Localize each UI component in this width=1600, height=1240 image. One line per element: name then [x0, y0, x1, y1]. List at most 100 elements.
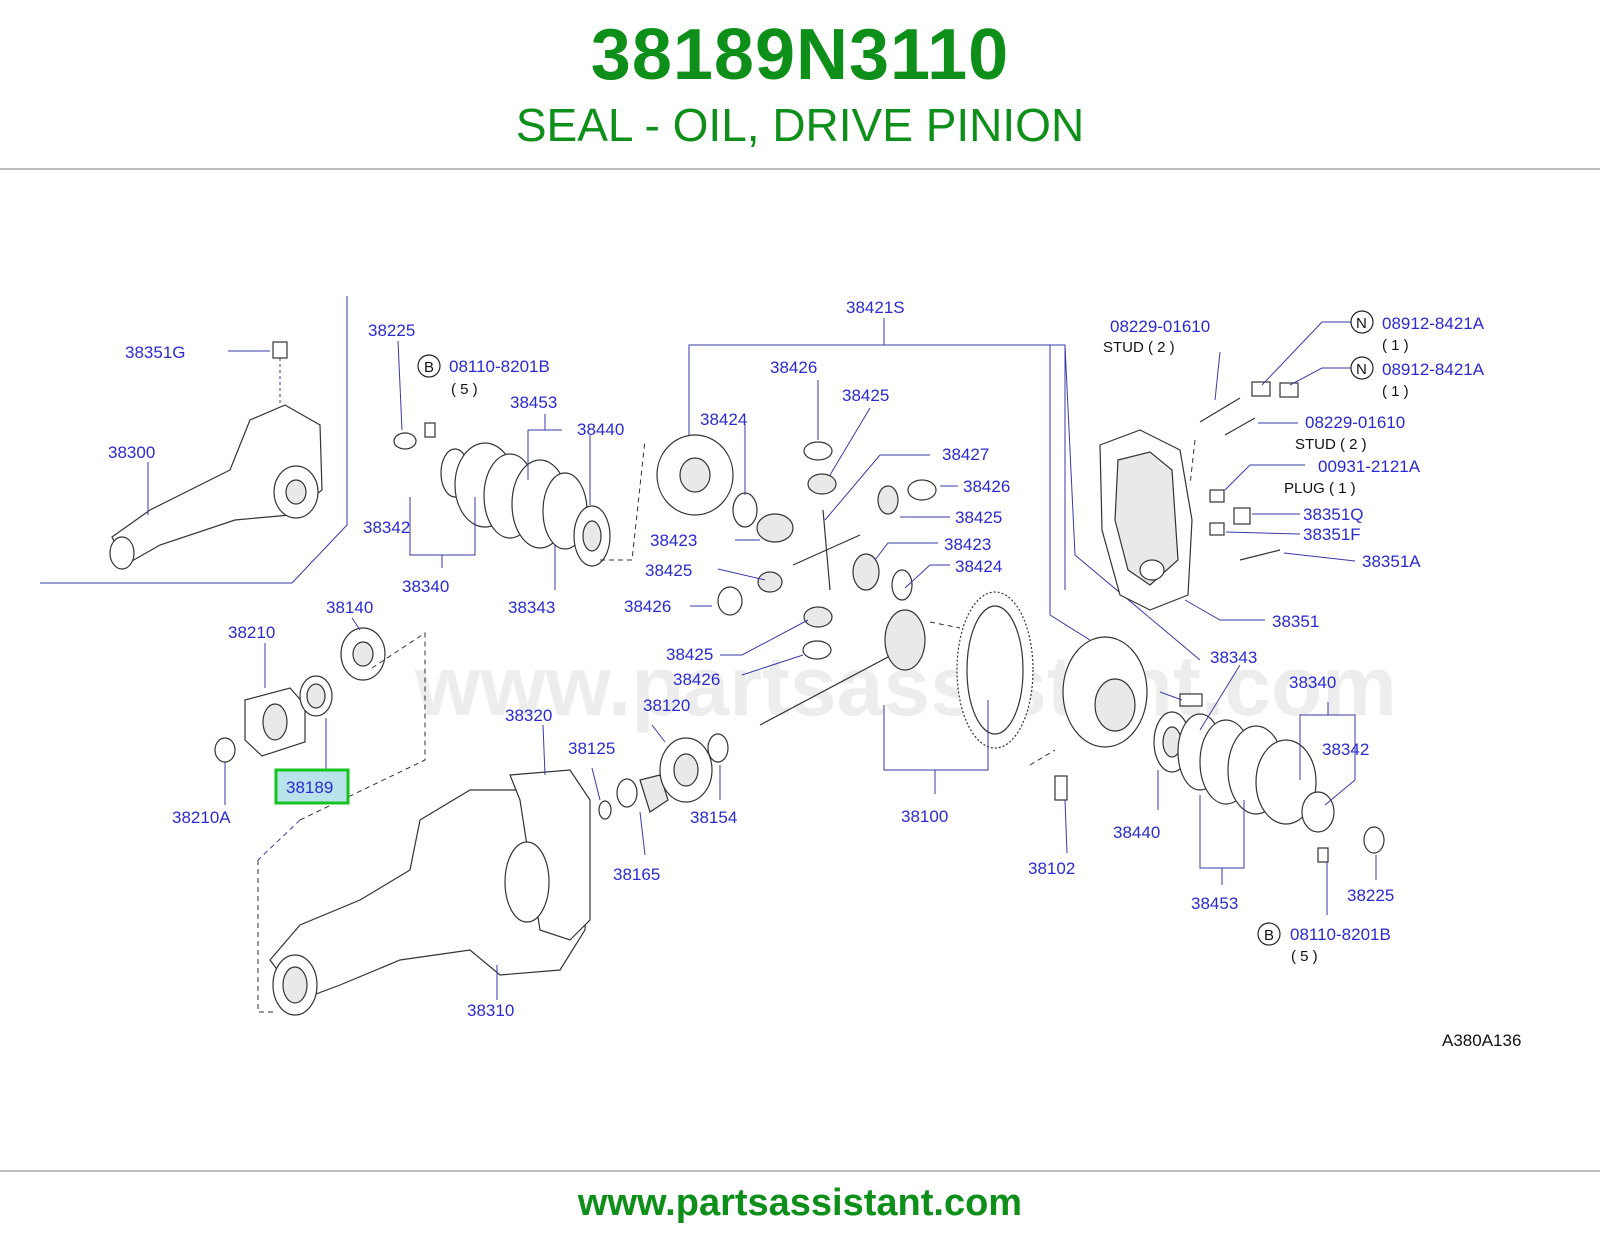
label-38440[interactable]: 38440: [577, 420, 624, 439]
highlight-box[interactable]: [274, 768, 350, 805]
label-38210A[interactable]: 38210A: [172, 808, 231, 827]
label-38351F[interactable]: 38351F: [1303, 525, 1361, 544]
leader: [651, 724, 666, 743]
dash-line: [299, 632, 426, 821]
footer-url[interactable]: www.partsassistant.com: [577, 1182, 1023, 1224]
label-38427[interactable]: 38427: [942, 445, 989, 464]
label-38423[interactable]: 38423: [650, 531, 697, 550]
dash-line: [257, 860, 275, 1013]
label-38342[interactable]: 38342: [363, 518, 410, 537]
label-38440[interactable]: 38440: [1113, 823, 1160, 842]
label-38100[interactable]: 38100: [901, 807, 948, 826]
side-gear-and-washers: [717, 441, 837, 660]
label-38425[interactable]: 38425: [645, 561, 692, 580]
bottom-divider: [0, 1170, 1600, 1172]
leader: [1184, 599, 1265, 621]
leader: [741, 654, 804, 676]
label-38189[interactable]: 38189: [286, 778, 333, 797]
svg-text:B: B: [424, 359, 434, 376]
leader: [1261, 321, 1352, 386]
dash-line: [600, 439, 646, 561]
bracket-38100: [883, 700, 989, 771]
label-38300[interactable]: 38300: [108, 443, 155, 462]
label-38351G[interactable]: 38351G: [125, 343, 186, 362]
label-38225[interactable]: 38225: [368, 321, 415, 340]
label-38154[interactable]: 38154: [690, 808, 737, 827]
label-qty: ( 1 ): [1382, 337, 1409, 354]
label-38210[interactable]: 38210: [228, 623, 275, 642]
differential-assembly-inset: [109, 341, 323, 570]
label-38225[interactable]: 38225: [1347, 886, 1394, 905]
pinion-flange-and-seal: [214, 627, 386, 763]
pinion-shaft-cross: [792, 479, 937, 601]
label-38426[interactable]: 38426: [624, 597, 671, 616]
label-38343[interactable]: 38343: [508, 598, 555, 617]
label-38140[interactable]: 38140: [326, 598, 373, 617]
label-08912-8421A[interactable]: 08912-8421A: [1382, 360, 1485, 379]
label-08229-01610[interactable]: 08229-01610: [1305, 413, 1405, 432]
label-38426[interactable]: 38426: [770, 358, 817, 377]
label-qty: ( 1 ): [1382, 383, 1409, 400]
label-38340[interactable]: 38340: [402, 577, 449, 596]
label-38424[interactable]: 38424: [700, 410, 747, 429]
label-38351Q[interactable]: 38351Q: [1303, 505, 1364, 524]
leader: [1225, 531, 1301, 535]
leader: [717, 568, 766, 581]
label-stud-qty: STUD ( 2 ): [1295, 436, 1367, 453]
label-08110-8201B[interactable]: 08110-8201B: [1290, 925, 1391, 944]
leader: [874, 542, 938, 561]
label-38320[interactable]: 38320: [505, 706, 552, 725]
label-38424[interactable]: 38424: [955, 557, 1002, 576]
leader: [591, 767, 601, 801]
label-plug-qty: PLUG ( 1 ): [1284, 480, 1356, 497]
bolt-symbol-b-left: B: [417, 354, 441, 378]
ring-gear-and-drive-pinion: [759, 591, 1034, 749]
label-38425[interactable]: 38425: [842, 386, 889, 405]
label-38351A[interactable]: 38351A: [1362, 552, 1421, 571]
label-38423[interactable]: 38423: [944, 535, 991, 554]
label-38351[interactable]: 38351: [1272, 612, 1319, 631]
label-08229-01610[interactable]: 08229-01610: [1110, 317, 1210, 336]
leader: [397, 340, 403, 431]
label-38102[interactable]: 38102: [1028, 859, 1075, 878]
label-38425[interactable]: 38425: [666, 645, 713, 664]
bracket: [1299, 714, 1356, 806]
label-38453[interactable]: 38453: [510, 393, 557, 412]
leader: [639, 811, 646, 856]
differential-carrier-housing: [269, 769, 591, 1016]
label-qty: ( 5 ): [451, 381, 478, 398]
label-38421S[interactable]: 38421S: [846, 298, 905, 317]
label-38453[interactable]: 38453: [1191, 894, 1238, 913]
label-38340[interactable]: 38340: [1289, 673, 1336, 692]
nut-symbol-n-2: N: [1350, 356, 1374, 380]
label-08110-8201B[interactable]: 08110-8201B: [449, 357, 550, 376]
label-qty: ( 5 ): [1291, 948, 1318, 965]
label-38310[interactable]: 38310: [467, 1001, 514, 1020]
diagram-code: A380A136: [1442, 1031, 1521, 1050]
bracket: [1199, 795, 1245, 869]
label-38125[interactable]: 38125: [568, 739, 615, 758]
leader: [1049, 345, 1091, 641]
label-00931-2121A[interactable]: 00931-2121A: [1318, 457, 1421, 476]
label-38426[interactable]: 38426: [963, 477, 1010, 496]
label-stud-qty: STUD ( 2 ): [1103, 339, 1175, 356]
differential-case-right: [1029, 636, 1203, 801]
leader: [351, 617, 361, 631]
label-38165[interactable]: 38165: [613, 865, 660, 884]
label-38426[interactable]: 38426: [673, 670, 720, 689]
nut-symbol-n-1: N: [1350, 310, 1374, 334]
label-38343[interactable]: 38343: [1210, 648, 1257, 667]
leader: [824, 454, 930, 521]
leader: [1199, 664, 1241, 731]
label-38120[interactable]: 38120: [643, 696, 690, 715]
part-description: SEAL - OIL, DRIVE PINION: [515, 99, 1085, 151]
dash-line: [1189, 439, 1196, 486]
label-38342[interactable]: 38342: [1322, 740, 1369, 759]
label-08912-8421A[interactable]: 08912-8421A: [1382, 314, 1485, 333]
svg-text:N: N: [1356, 361, 1367, 378]
leader: [829, 407, 871, 476]
bolt-symbol-b-right: B: [1257, 922, 1281, 946]
label-38425[interactable]: 38425: [955, 508, 1002, 527]
leader: [1064, 799, 1068, 854]
